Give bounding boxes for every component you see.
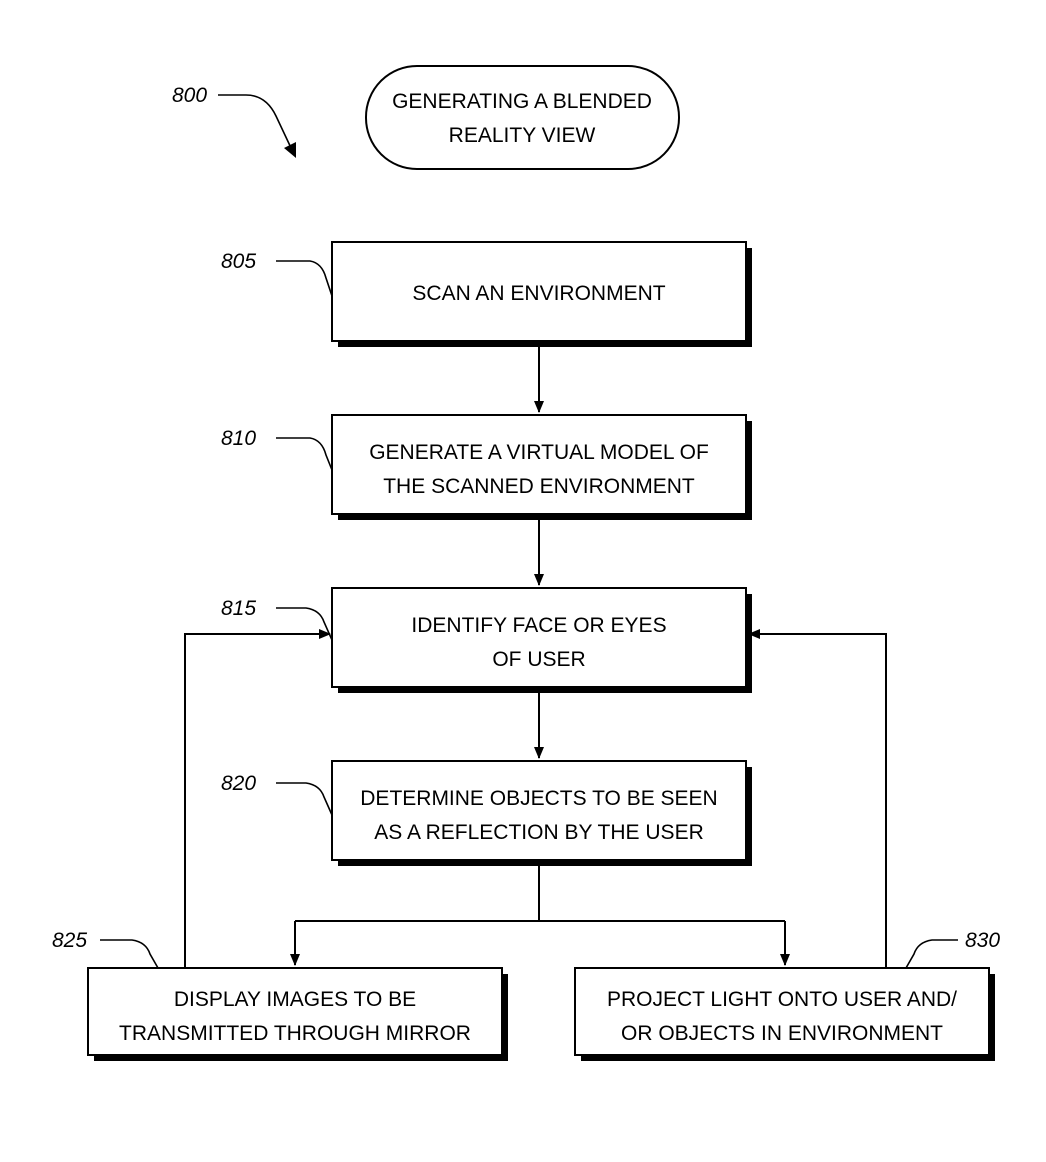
figure-number: 800 [172,84,207,107]
step-830-box [574,967,990,1056]
step-815-leader [276,607,333,641]
feedback-830-to-815 [748,629,887,968]
step-820: DETERMINE OBJECTS TO BE SEEN AS A REFLEC… [221,760,752,866]
step-810-label-line-2: THE SCANNED ENVIRONMENT [383,475,695,498]
step-825-ref: 825 [52,929,87,952]
step-825-box [87,967,503,1056]
step-815-label-line-2: OF USER [492,648,585,671]
step-825-label-line-1: DISPLAY IMAGES TO BE [174,988,416,1011]
figure-reference: 800 [172,84,296,158]
start-label-line-1: GENERATING A BLENDED [392,90,652,113]
step-825-label-line-2: TRANSMITTED THROUGH MIRROR [119,1022,471,1045]
step-820-label-line-1: DETERMINE OBJECTS TO BE SEEN [360,787,717,810]
step-825: DISPLAY IMAGES TO BE TRANSMITTED THROUGH… [52,929,508,1061]
step-820-label-line-2: AS A REFLECTION BY THE USER [374,821,704,844]
step-830: PROJECT LIGHT ONTO USER AND/ OR OBJECTS … [574,929,1000,1061]
branch-820 [290,866,790,966]
step-820-box [331,760,747,861]
step-815-label-line-1: IDENTIFY FACE OR EYES [411,614,666,637]
step-830-leader [905,939,958,969]
step-805-leader [276,260,333,297]
step-825-leader [100,939,159,969]
start-terminator: GENERATING A BLENDED REALITY VIEW [365,65,680,170]
step-830-label-line-2: OR OBJECTS IN ENVIRONMENT [621,1022,943,1045]
step-805-label-line-1: SCAN AN ENVIRONMENT [412,282,665,305]
step-810-label-line-1: GENERATE A VIRTUAL MODEL OF [369,441,709,464]
step-805-box [331,241,747,342]
step-820-leader [276,782,333,816]
start-terminator-shape [365,65,680,170]
step-815: IDENTIFY FACE OR EYES OF USER 815 [221,587,752,693]
step-805: SCAN AN ENVIRONMENT 805 [221,241,752,347]
step-810-ref: 810 [221,427,256,450]
start-label-line-2: REALITY VIEW [449,124,596,147]
figure-leader-arrow [218,94,293,151]
step-815-box [331,587,747,688]
feedback-825-to-815 [184,629,331,968]
step-815-ref: 815 [221,597,256,620]
step-830-ref: 830 [965,929,1000,952]
step-805-ref: 805 [221,250,256,273]
step-820-ref: 820 [221,772,256,795]
figure-arrowhead-icon [284,142,296,158]
step-830-label-line-1: PROJECT LIGHT ONTO USER AND/ [607,988,957,1011]
step-810: GENERATE A VIRTUAL MODEL OF THE SCANNED … [221,414,752,520]
step-810-leader [276,437,333,471]
feedback-loops [184,629,887,968]
step-810-box [331,414,747,515]
